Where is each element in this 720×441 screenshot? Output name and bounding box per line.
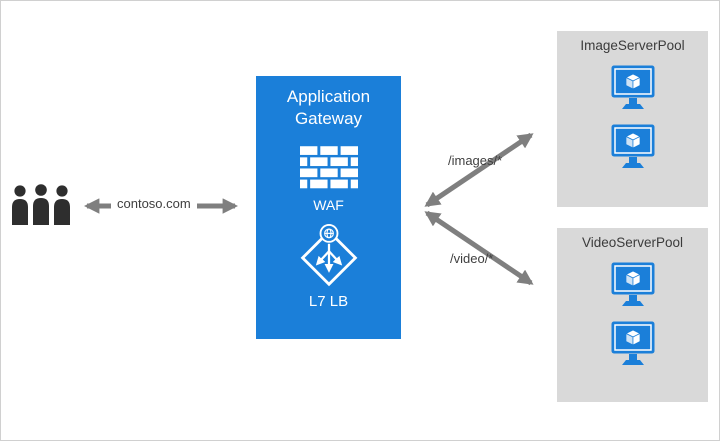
vm-monitor-icon bbox=[610, 320, 656, 368]
images-route-label: /images/* bbox=[448, 153, 503, 168]
gateway-title: Application Gateway bbox=[286, 87, 371, 128]
video-route-label: /video/* bbox=[450, 251, 494, 266]
l7-lb-label: L7 LB bbox=[308, 293, 349, 310]
vm-monitor-icon bbox=[610, 261, 656, 309]
load-balancer-icon bbox=[295, 223, 363, 289]
contoso-domain-label: contoso.com bbox=[111, 195, 197, 212]
vm-monitor-icon bbox=[610, 64, 656, 112]
images-arrow bbox=[424, 132, 534, 208]
vm-monitor-icon bbox=[610, 123, 656, 171]
waf-brick-wall-icon bbox=[299, 146, 358, 189]
video-pool-title: VideoServerPool bbox=[581, 235, 684, 250]
video-server-pool: VideoServerPool bbox=[557, 228, 708, 402]
video-arrow bbox=[424, 210, 534, 286]
users-icon bbox=[9, 184, 73, 226]
waf-label: WAF bbox=[313, 197, 344, 213]
image-pool-title: ImageServerPool bbox=[580, 38, 685, 53]
image-server-pool: ImageServerPool bbox=[557, 31, 708, 207]
application-gateway-box: Application Gateway bbox=[256, 76, 401, 339]
